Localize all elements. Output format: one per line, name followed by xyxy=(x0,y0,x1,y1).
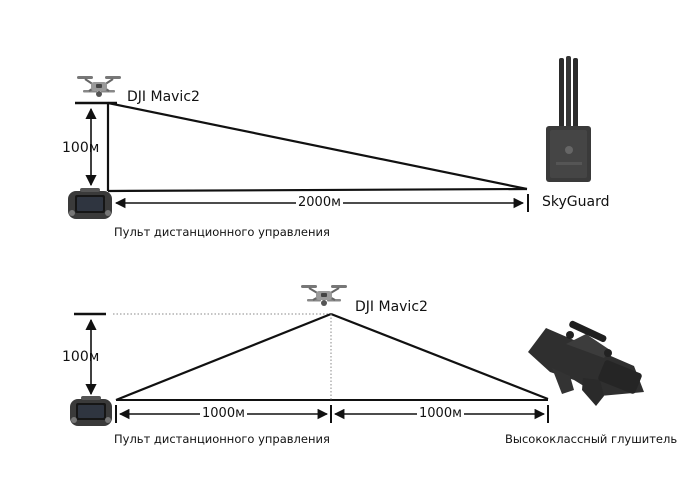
top-diagram xyxy=(68,56,591,219)
drone-icon xyxy=(77,76,121,97)
top-height-label: 100м xyxy=(62,140,100,156)
remote-controller-icon xyxy=(68,188,112,219)
jammer-gun-label: Высококлассный глушитель xyxy=(505,432,678,446)
bottom-height-label: 100м xyxy=(62,349,100,365)
drone-icon xyxy=(301,285,347,306)
top-controller-label: Пульт дистанционного управления xyxy=(114,225,330,239)
bottom-right-distance-label: 1000м xyxy=(417,406,464,421)
bottom-controller-label: Пульт дистанционного управления xyxy=(114,432,330,446)
bottom-drone-label: DJI Mavic2 xyxy=(355,299,428,315)
top-distance-label: 2000м xyxy=(296,195,343,210)
top-drone-label: DJI Mavic2 xyxy=(127,89,200,105)
skyguard-jammer-icon xyxy=(546,56,591,182)
bottom-left-distance-label: 1000м xyxy=(200,406,247,421)
jammer-gun-icon xyxy=(528,320,644,406)
skyguard-label: SkyGuard xyxy=(542,194,610,210)
bottom-diagram xyxy=(70,285,644,426)
remote-controller-icon xyxy=(70,396,112,426)
